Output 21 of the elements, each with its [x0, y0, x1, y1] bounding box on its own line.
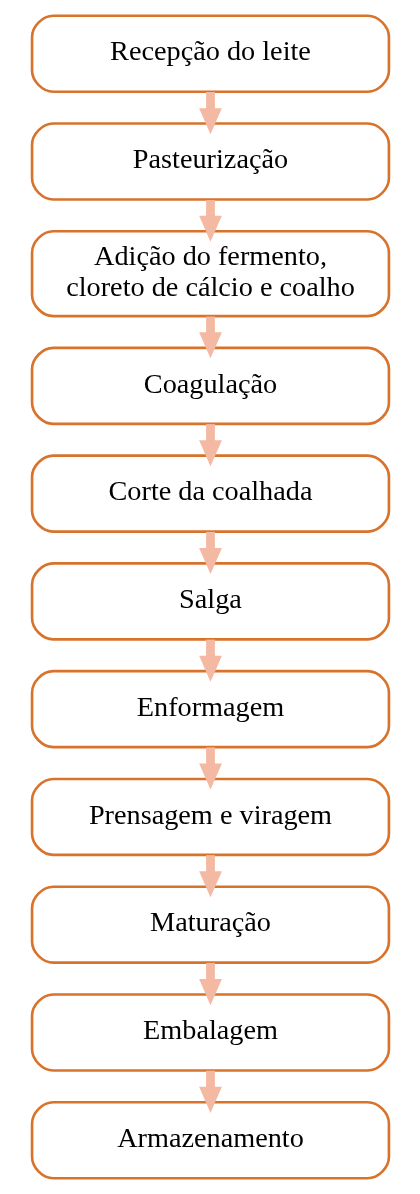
arrow — [198, 424, 222, 467]
node-box: Recepção do leite — [30, 14, 390, 94]
arrow — [198, 531, 222, 575]
arrow — [198, 855, 222, 898]
arrow — [198, 747, 222, 790]
node-box: Salga — [30, 562, 390, 641]
node-box: Corte da coalhada — [30, 454, 390, 533]
arrow — [198, 962, 222, 1006]
node-box: Coagulação — [30, 346, 390, 426]
node-box: Armazenamento — [30, 1100, 390, 1180]
node-box: Adição do fermento, cloreto de cálcio e coalho — [30, 229, 390, 318]
arrow — [198, 639, 222, 682]
arrow — [198, 316, 222, 359]
node-box: Embalagem — [30, 993, 390, 1072]
node-box: Enformagem — [30, 669, 390, 749]
node-box: Maturação — [30, 885, 390, 965]
arrow — [198, 92, 222, 135]
arrow — [198, 200, 222, 242]
node-box: Pasteurização — [30, 122, 390, 201]
node-box: Prensagem e viragem — [30, 777, 390, 857]
arrow — [198, 1070, 222, 1113]
